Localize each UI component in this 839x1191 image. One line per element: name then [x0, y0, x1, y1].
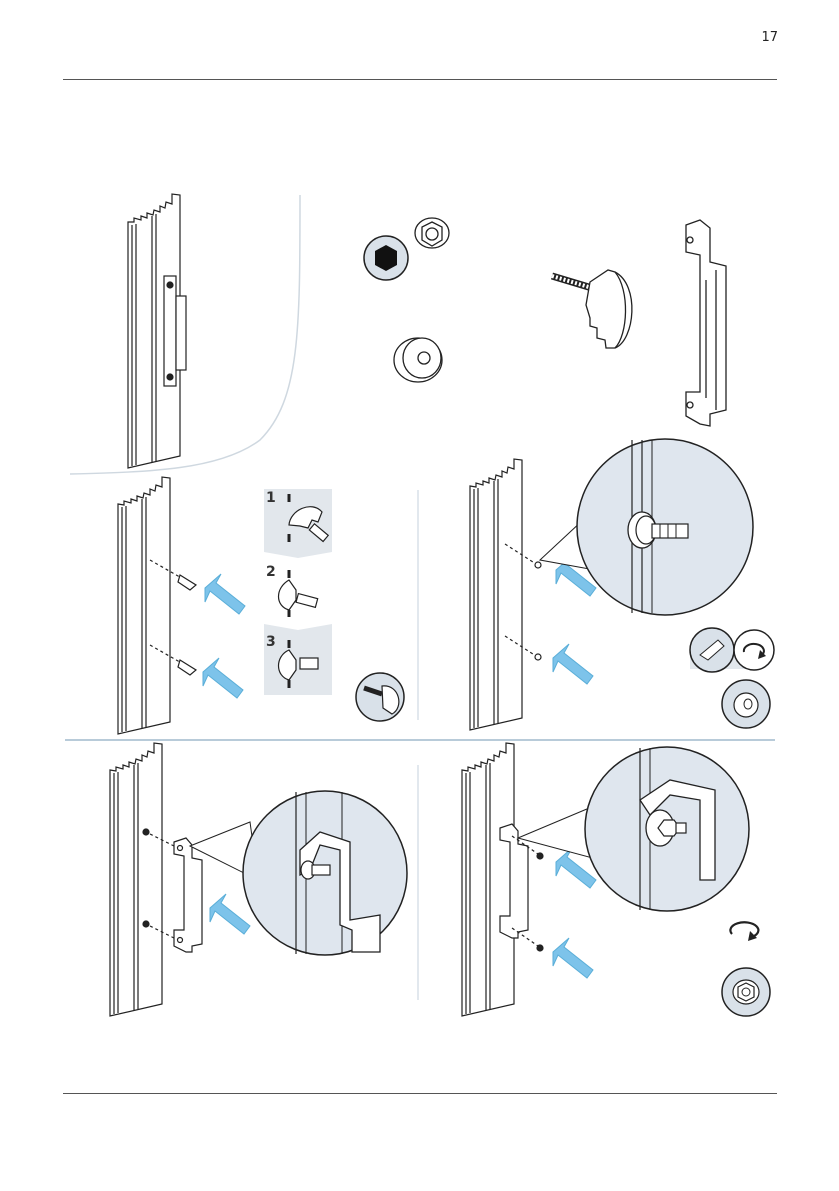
rail-step-c [470, 459, 541, 730]
washer-icon [394, 338, 442, 382]
mounting-bracket [686, 220, 726, 426]
zoom-detail-bracket [190, 791, 407, 955]
zoom-detail-washer [540, 439, 753, 615]
rail-step-e [462, 743, 543, 1016]
insert-arrow-lower [203, 658, 243, 698]
t-bolt-icon [552, 270, 632, 348]
rotate-clockwise-icon [690, 628, 774, 672]
bracket-arrow [210, 894, 250, 934]
flange-nut-icon [415, 218, 449, 248]
rotate-clockwise-icon [730, 922, 758, 941]
washer-icon [722, 680, 770, 728]
hex-socket-icon [364, 236, 408, 280]
nut-arrow-lower [553, 938, 593, 978]
step-number-2: 2 [266, 564, 276, 580]
step-sequence: 1 2 3 [264, 489, 332, 695]
zoom-detail-nut [518, 747, 749, 911]
step-number-3: 3 [266, 634, 276, 650]
insert-arrow-upper [205, 574, 245, 614]
step-number-1: 1 [266, 490, 276, 506]
overview-rail [128, 194, 186, 468]
t-bolt-icon [356, 673, 404, 721]
washer-arrow-lower [553, 644, 593, 684]
flange-nut-icon [722, 968, 770, 1016]
rail-step-b [118, 477, 196, 734]
rail-step-d [110, 743, 202, 1016]
